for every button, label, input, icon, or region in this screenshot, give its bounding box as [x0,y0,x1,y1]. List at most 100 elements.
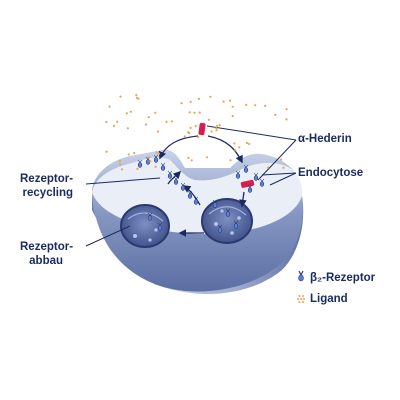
ligand-dot [207,118,210,121]
ligand-dot [248,142,251,146]
legend-receptor-icon [298,270,304,282]
ligand-dot [274,113,277,116]
receptor-glyph [253,172,259,181]
ligand-dot [267,166,270,169]
arrow-recycling-up [182,185,201,206]
process-arrows [158,135,247,237]
legend-ligand-icon [297,295,305,303]
ligand-dot [190,159,193,162]
ligand-dot [194,125,197,128]
ligand-dot [238,146,241,149]
ligand-dot [165,120,168,123]
ligand-dot [198,111,201,114]
ligand-dot [105,150,108,153]
label-rezeptor-abbau-line2: abbau [29,255,64,267]
receptor-glyph [212,199,218,208]
ligand-dot [119,163,122,166]
ligand-dot [135,96,139,99]
ligand-dot [280,158,283,161]
ligand-dot [187,131,190,134]
receptor-glyph [235,170,241,179]
ligand-dot [136,167,139,170]
ligand-dot [215,129,218,132]
ligand-dot [189,126,192,129]
ligand-dot [210,130,213,133]
receptor-glyph [157,222,163,231]
ligand-dot [245,103,248,106]
ligand-dot [157,130,160,133]
ligand-dot [129,110,132,113]
ligand-dot [222,100,225,103]
label-rezeptor-abbau: Rezeptor- abbau [20,240,73,268]
receptor-glyph [167,170,173,179]
ligand-dot [215,127,218,130]
ligand-dot [206,156,209,159]
arrow-hederin-to-endocytose [207,135,243,164]
ligand-dot [125,112,128,115]
ligand-dot [264,104,267,107]
ligand-dot [197,97,200,100]
vesicle-right [201,198,253,244]
receptor-glyph [247,184,253,193]
receptor-glyph [233,220,239,229]
ligand-dot [118,159,121,162]
receptor-glyph [193,196,199,205]
ligand-dot [149,160,152,163]
receptor-clusters [137,154,265,233]
ligand-dot [170,120,173,123]
receptor-glyph [217,224,223,233]
ligand-dot [127,153,130,156]
ligand-dot [188,111,191,114]
leader-lines [85,125,297,247]
ligand-dot [183,135,186,138]
receptor-glyph [180,182,186,191]
ligand-dot [282,166,285,169]
ligand-dot [245,141,249,145]
ligand-dot [119,95,122,98]
receptor-glyph [259,178,265,187]
ligand-dot [105,120,108,124]
receptor-glyph [137,159,143,168]
legend-ligand-label: Ligand [310,293,348,305]
receptor-glyph [243,164,249,173]
label-rezeptor-abbau-line1: Rezeptor- [20,241,74,253]
ligand-dot [155,151,158,154]
ligand-dot [135,94,138,97]
ligand-dot [189,100,192,103]
ligand-dot [193,111,196,114]
ligand-dot [229,159,232,162]
ligand-dot [147,116,150,119]
ligand-dot [254,104,257,107]
vesicle-left [120,204,170,248]
ligand-dot [126,127,129,130]
ligand-dot [108,105,111,108]
receptor-glyph [173,176,179,185]
label-rezeptor-recycling-line1: Rezeptor- [20,173,74,185]
ligand-dot [285,118,288,121]
ligand-dot [116,120,119,123]
ligand-dot [154,165,157,168]
label-endocytose: Endocytose [298,167,364,179]
ligand-dot [197,136,200,139]
receptor-glyph [147,212,153,221]
receptor-glyph [187,190,193,199]
ligand-dot [285,108,288,111]
ligand-dot [233,142,236,145]
receptor-glyph [153,154,159,163]
label-alpha-hederin: α-Hederin [298,133,352,145]
ligand-dot [147,156,150,159]
ligand-dot [215,124,219,127]
ligand-dot [133,151,136,155]
legend-receptor-label: β₂-Rezeptor [310,272,376,284]
ligand-dot [180,102,183,105]
ligand-dot [209,95,212,98]
label-rezeptor-recycling-line2: recycling [22,187,74,199]
ligand-dot [231,115,234,118]
label-rezeptor-recycling: Rezeptor- recycling [20,172,73,200]
ligand-dot [218,124,221,127]
ligand-dot [187,156,190,159]
arrow-recycling-side [167,170,182,185]
arrow-endocytose-down [239,191,247,208]
arrow-hederin-to-receptors [158,135,199,160]
